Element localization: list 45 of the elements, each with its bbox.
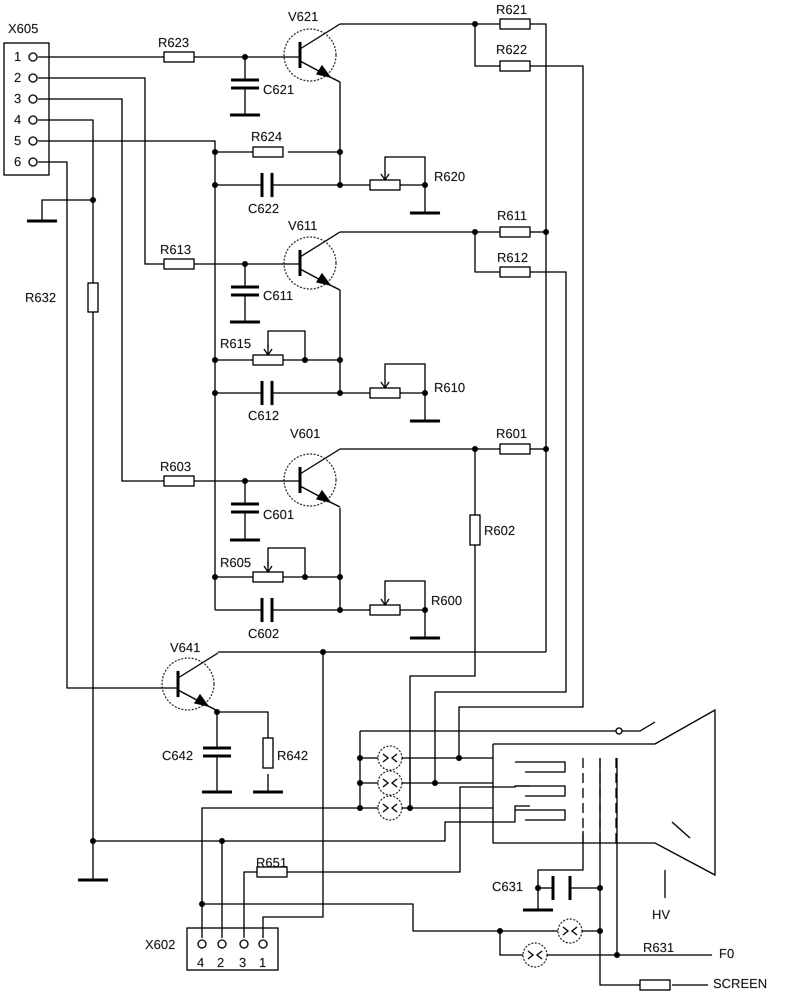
pin-number: 6 [14,155,22,168]
component-label: R642 [277,749,308,762]
component-label: R615 [220,337,252,350]
component-label: R613 [160,243,192,256]
component-label: R623 [158,36,190,49]
component-label: V611 [288,219,318,232]
component-label: R631 [643,941,674,954]
component-label: R611 [497,209,528,222]
pin-number: 2 [217,956,224,969]
component-label: R603 [160,460,192,473]
component-label: R601 [496,427,528,440]
component-label: C612 [248,409,280,422]
pin-number: 1 [259,956,266,969]
component-label: C642 [162,749,194,762]
component-label: V621 [288,10,318,23]
pin-number: 3 [239,956,246,969]
component-label: C621 [263,83,294,96]
component-label: C611 [263,289,294,302]
component-label: V641 [170,641,200,654]
signal-label: F0 [719,947,734,960]
pin-number: 3 [14,92,22,105]
component-label: C622 [248,202,280,215]
component-label: C602 [248,627,280,640]
component-label: R602 [484,524,516,537]
component-label: R622 [496,43,528,56]
component-label: R612 [497,251,528,264]
signal-label: SCREEN [713,977,768,990]
component-label: R621 [496,3,528,16]
component-label: V601 [290,427,320,440]
pin-number: 5 [14,134,22,147]
component-label: R632 [25,291,56,304]
connector-label: X605 [8,22,38,35]
component-label: R624 [251,130,282,143]
pin-number: 2 [14,71,22,84]
component-label: C601 [263,508,294,521]
pin-number: 1 [14,50,22,63]
connector-label: X602 [145,938,176,951]
pin-number: 4 [197,956,204,969]
component-label: HV [652,908,670,921]
component-label: R600 [431,594,462,607]
component-label: R610 [434,381,466,394]
component-label: C631 [492,880,524,893]
pin-number: 4 [14,113,22,126]
component-label: R605 [220,556,252,569]
component-label: R620 [434,170,466,183]
